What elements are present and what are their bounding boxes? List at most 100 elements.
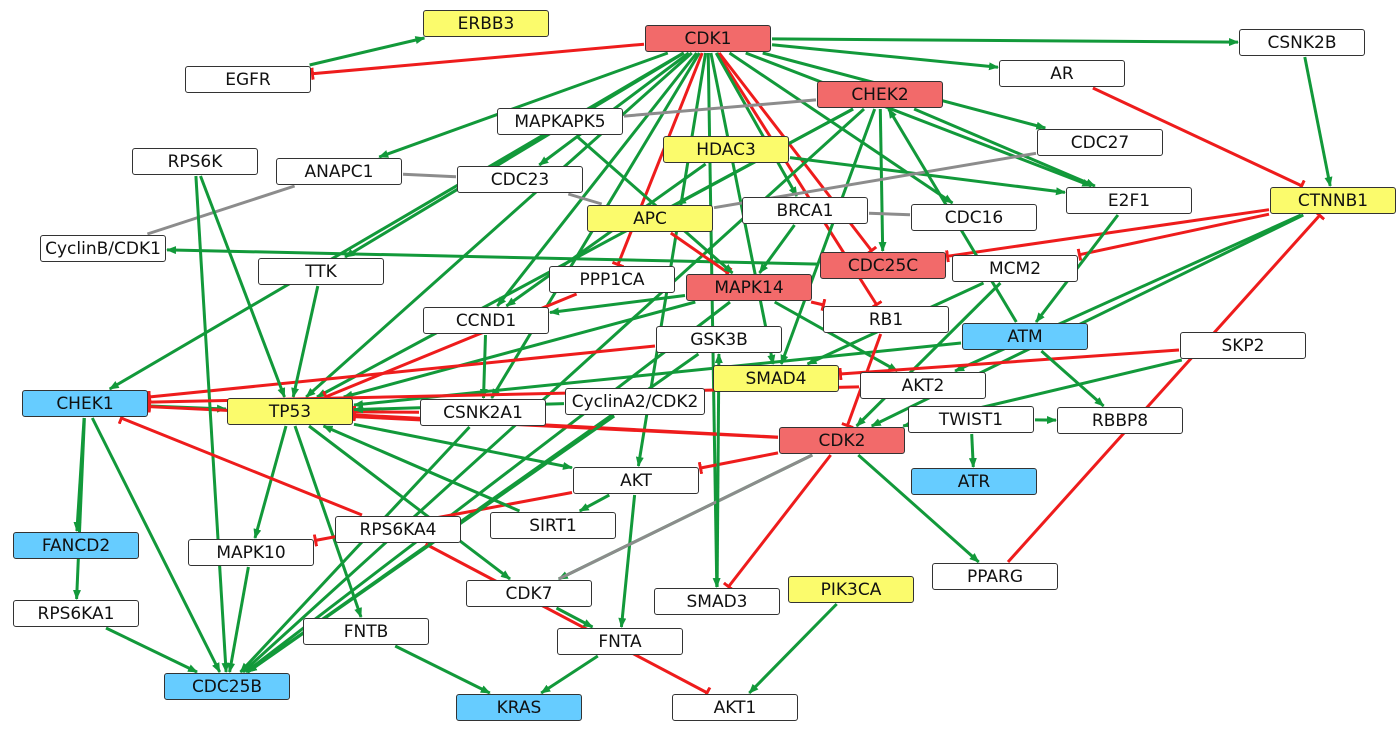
edge-cdk1-egfr bbox=[310, 42, 645, 80]
edge-mapkapk5-chek2 bbox=[623, 98, 817, 118]
node-atr[interactable]: ATR bbox=[911, 468, 1037, 495]
edge-atm-rbbp8 bbox=[1040, 349, 1105, 408]
edge-csnk2a1-cdc25b bbox=[239, 425, 471, 674]
edge-tp53-akt bbox=[353, 422, 573, 470]
node-erbb3[interactable]: ERBB3 bbox=[423, 10, 549, 37]
edge-chek1-rps6ka1 bbox=[72, 417, 86, 600]
node-cyclinb-cdk1[interactable]: CyclinB/CDK1 bbox=[40, 235, 166, 262]
node-mapk14[interactable]: MAPK14 bbox=[686, 274, 812, 301]
node-smad4[interactable]: SMAD4 bbox=[713, 365, 839, 392]
node-cdk2[interactable]: CDK2 bbox=[779, 427, 905, 454]
node-sirt1[interactable]: SIRT1 bbox=[490, 512, 616, 539]
node-atm[interactable]: ATM bbox=[962, 323, 1088, 350]
node-hdac3[interactable]: HDAC3 bbox=[663, 136, 789, 163]
edge-mapk14-ccnd1 bbox=[549, 294, 686, 316]
node-cdc16[interactable]: CDC16 bbox=[911, 204, 1037, 231]
node-cdc23[interactable]: CDC23 bbox=[457, 166, 583, 193]
node-cdk1[interactable]: CDK1 bbox=[645, 25, 771, 52]
node-smad3[interactable]: SMAD3 bbox=[654, 588, 780, 615]
node-e2f1[interactable]: E2F1 bbox=[1066, 187, 1192, 214]
edge-cdk1-e2f1 bbox=[745, 51, 1093, 188]
node-gsk3b[interactable]: GSK3B bbox=[656, 326, 782, 353]
node-rps6k[interactable]: RPS6K bbox=[132, 148, 258, 175]
edge-apc-mapk14 bbox=[669, 231, 733, 279]
node-brca1[interactable]: BRCA1 bbox=[742, 197, 868, 224]
node-csnk2b[interactable]: CSNK2B bbox=[1239, 29, 1365, 56]
node-akt[interactable]: AKT bbox=[573, 467, 699, 494]
node-ccnd1[interactable]: CCND1 bbox=[423, 307, 549, 334]
edge-ctnnb1-mcm2 bbox=[1076, 212, 1270, 261]
node-fntb[interactable]: FNTB bbox=[303, 618, 429, 645]
node-tp53[interactable]: TP53 bbox=[227, 398, 353, 425]
edge-cdc23-apc bbox=[567, 192, 603, 206]
node-cdc25b[interactable]: CDC25B bbox=[164, 673, 290, 700]
edge-cdk1-ar bbox=[771, 43, 999, 71]
node-ar[interactable]: AR bbox=[999, 60, 1125, 87]
node-ppp1ca[interactable]: PPP1CA bbox=[549, 266, 675, 293]
node-cdk7[interactable]: CDK7 bbox=[466, 580, 592, 607]
node-pparg[interactable]: PPARG bbox=[932, 563, 1058, 590]
node-akt1[interactable]: AKT1 bbox=[672, 694, 798, 721]
edge-mapkapk5-mapk14 bbox=[575, 134, 734, 275]
node-cyclina2-cdk2[interactable]: CyclinA2/CDK2 bbox=[565, 388, 705, 415]
edge-skp2-smad4 bbox=[838, 348, 1180, 381]
edge-twist1-atr bbox=[968, 433, 977, 468]
edge-hdac3-ccnd1 bbox=[505, 162, 707, 308]
node-rb1[interactable]: RB1 bbox=[823, 306, 949, 333]
edge-chek2-smad4 bbox=[779, 108, 877, 365]
node-rps6ka1[interactable]: RPS6KA1 bbox=[13, 600, 139, 627]
edge-mcm2-cdk2 bbox=[855, 281, 1002, 428]
node-mapkapk5[interactable]: MAPKAPK5 bbox=[497, 108, 623, 135]
edge-cdk7-fnta bbox=[555, 606, 594, 629]
edge-chek1-cdc25b bbox=[90, 417, 222, 673]
edge-brca1-cdc16 bbox=[868, 211, 911, 217]
edge-csnk2b-ctnnb1 bbox=[1303, 56, 1333, 187]
edge-cdk2-akt bbox=[697, 451, 779, 475]
edge-ttk-tp53 bbox=[291, 285, 320, 398]
edge-pparg-ctnnb1 bbox=[1006, 210, 1326, 564]
node-cdc25c[interactable]: CDC25C bbox=[820, 252, 946, 279]
node-kras[interactable]: KRAS bbox=[456, 694, 582, 721]
node-rbbp8[interactable]: RBBP8 bbox=[1057, 407, 1183, 434]
edge-egfr-erbb3 bbox=[309, 36, 426, 67]
edge-cyclinb_cdk1-anapc1 bbox=[146, 184, 296, 236]
node-akt2[interactable]: AKT2 bbox=[860, 372, 986, 399]
node-ctnnb1[interactable]: CTNNB1 bbox=[1270, 187, 1396, 214]
node-skp2[interactable]: SKP2 bbox=[1180, 332, 1306, 359]
node-mcm2[interactable]: MCM2 bbox=[952, 255, 1078, 282]
edge-mapk14-cdc25b bbox=[245, 300, 731, 674]
edge-pik3ca-akt1 bbox=[748, 602, 838, 695]
edge-gsk3b-chek1 bbox=[147, 344, 656, 404]
edge-cdk7-cdk2 bbox=[558, 453, 813, 581]
edge-mapk10-cdc25b bbox=[227, 566, 250, 673]
node-csnk2a1[interactable]: CSNK2A1 bbox=[420, 399, 546, 426]
edge-cdk1-tp53 bbox=[305, 51, 693, 399]
edge-rps6k-cdc25b bbox=[194, 175, 230, 673]
node-fnta[interactable]: FNTA bbox=[557, 628, 683, 655]
node-chek2[interactable]: CHEK2 bbox=[817, 81, 943, 108]
node-pik3ca[interactable]: PIK3CA bbox=[788, 576, 914, 603]
edge-cdk2-smad3 bbox=[722, 454, 832, 592]
edge-mapk14-rb1 bbox=[810, 298, 827, 312]
edge-cdk1-brca1 bbox=[714, 52, 799, 197]
edge-cdk1-ccnd1 bbox=[496, 52, 698, 307]
node-twist1[interactable]: TWIST1 bbox=[908, 406, 1034, 433]
edge-ctnnb1-cdc25c bbox=[945, 208, 1270, 263]
node-chek1[interactable]: CHEK1 bbox=[22, 390, 148, 417]
edge-smad3-gsk3b bbox=[714, 353, 723, 588]
node-apc[interactable]: APC bbox=[587, 205, 713, 232]
node-ttk[interactable]: TTK bbox=[258, 258, 384, 285]
edge-tp53-cdk7 bbox=[308, 424, 511, 581]
edge-cdk1-csnk2b bbox=[771, 37, 1239, 47]
edge-mapk14-akt2 bbox=[773, 300, 899, 373]
node-mapk10[interactable]: MAPK10 bbox=[188, 539, 314, 566]
edge-fnta-kras bbox=[540, 654, 599, 695]
node-rps6ka4[interactable]: RPS6KA4 bbox=[335, 516, 461, 543]
node-anapc1[interactable]: ANAPC1 bbox=[276, 158, 402, 185]
edge-rps6ka4-akt1 bbox=[424, 542, 712, 699]
node-cdc27[interactable]: CDC27 bbox=[1037, 129, 1163, 156]
node-egfr[interactable]: EGFR bbox=[185, 66, 311, 93]
edge-rps6ka1-cdc25b bbox=[105, 626, 198, 674]
node-fancd2[interactable]: FANCD2 bbox=[13, 532, 139, 559]
